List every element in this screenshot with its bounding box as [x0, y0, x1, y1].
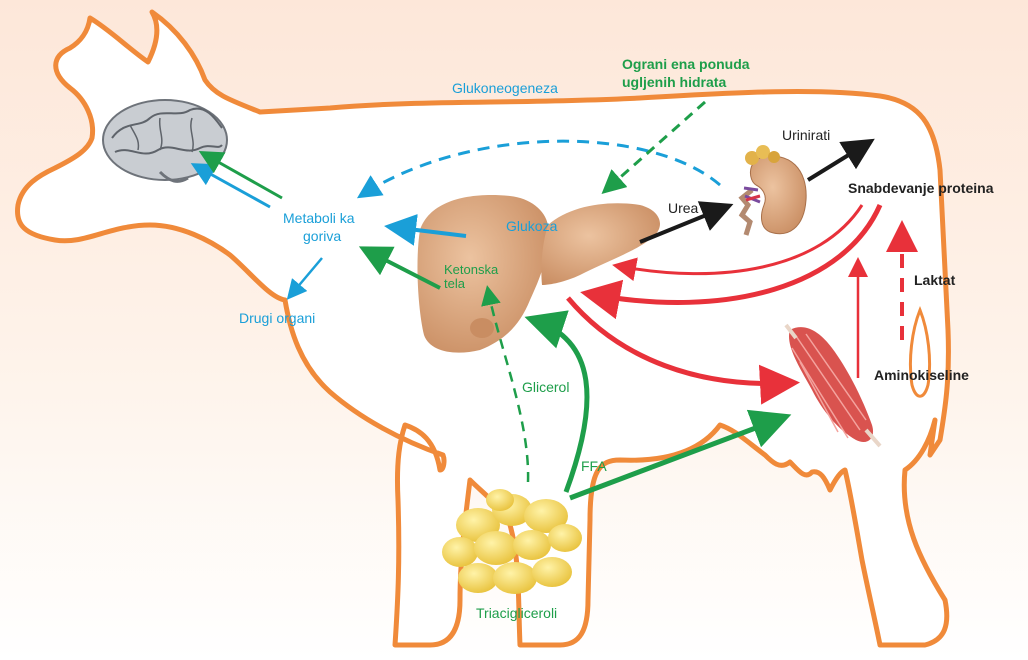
- label-urea: Urea: [668, 200, 698, 216]
- label-metabolicka-line1: Metaboli ka: [283, 210, 355, 226]
- label-metabolicka-line2: goriva: [303, 228, 341, 244]
- label-snabdevanje-proteina: Snabdevanje proteina: [848, 180, 993, 196]
- label-urinirati: Urinirati: [782, 127, 830, 143]
- label-glicerol: Glicerol: [522, 379, 569, 395]
- label-glukoneogeneza: Glukoneogeneza: [452, 80, 558, 96]
- label-ffa: FFA: [581, 458, 607, 474]
- label-laktat: Laktat: [914, 272, 955, 288]
- label-triacigliceroli: Triacigliceroli: [476, 605, 557, 621]
- label-ketonska-line2: tela: [444, 276, 465, 292]
- label-ograniena-line1: Ograni ena ponuda: [622, 56, 750, 72]
- label-glukoza: Glukoza: [506, 218, 557, 234]
- label-drugi-organi: Drugi organi: [239, 310, 315, 326]
- label-aminokiseline: Aminokiseline: [874, 367, 969, 383]
- brain-icon: [103, 100, 227, 181]
- label-ograniena-line2: ugljenih hidrata: [622, 74, 726, 90]
